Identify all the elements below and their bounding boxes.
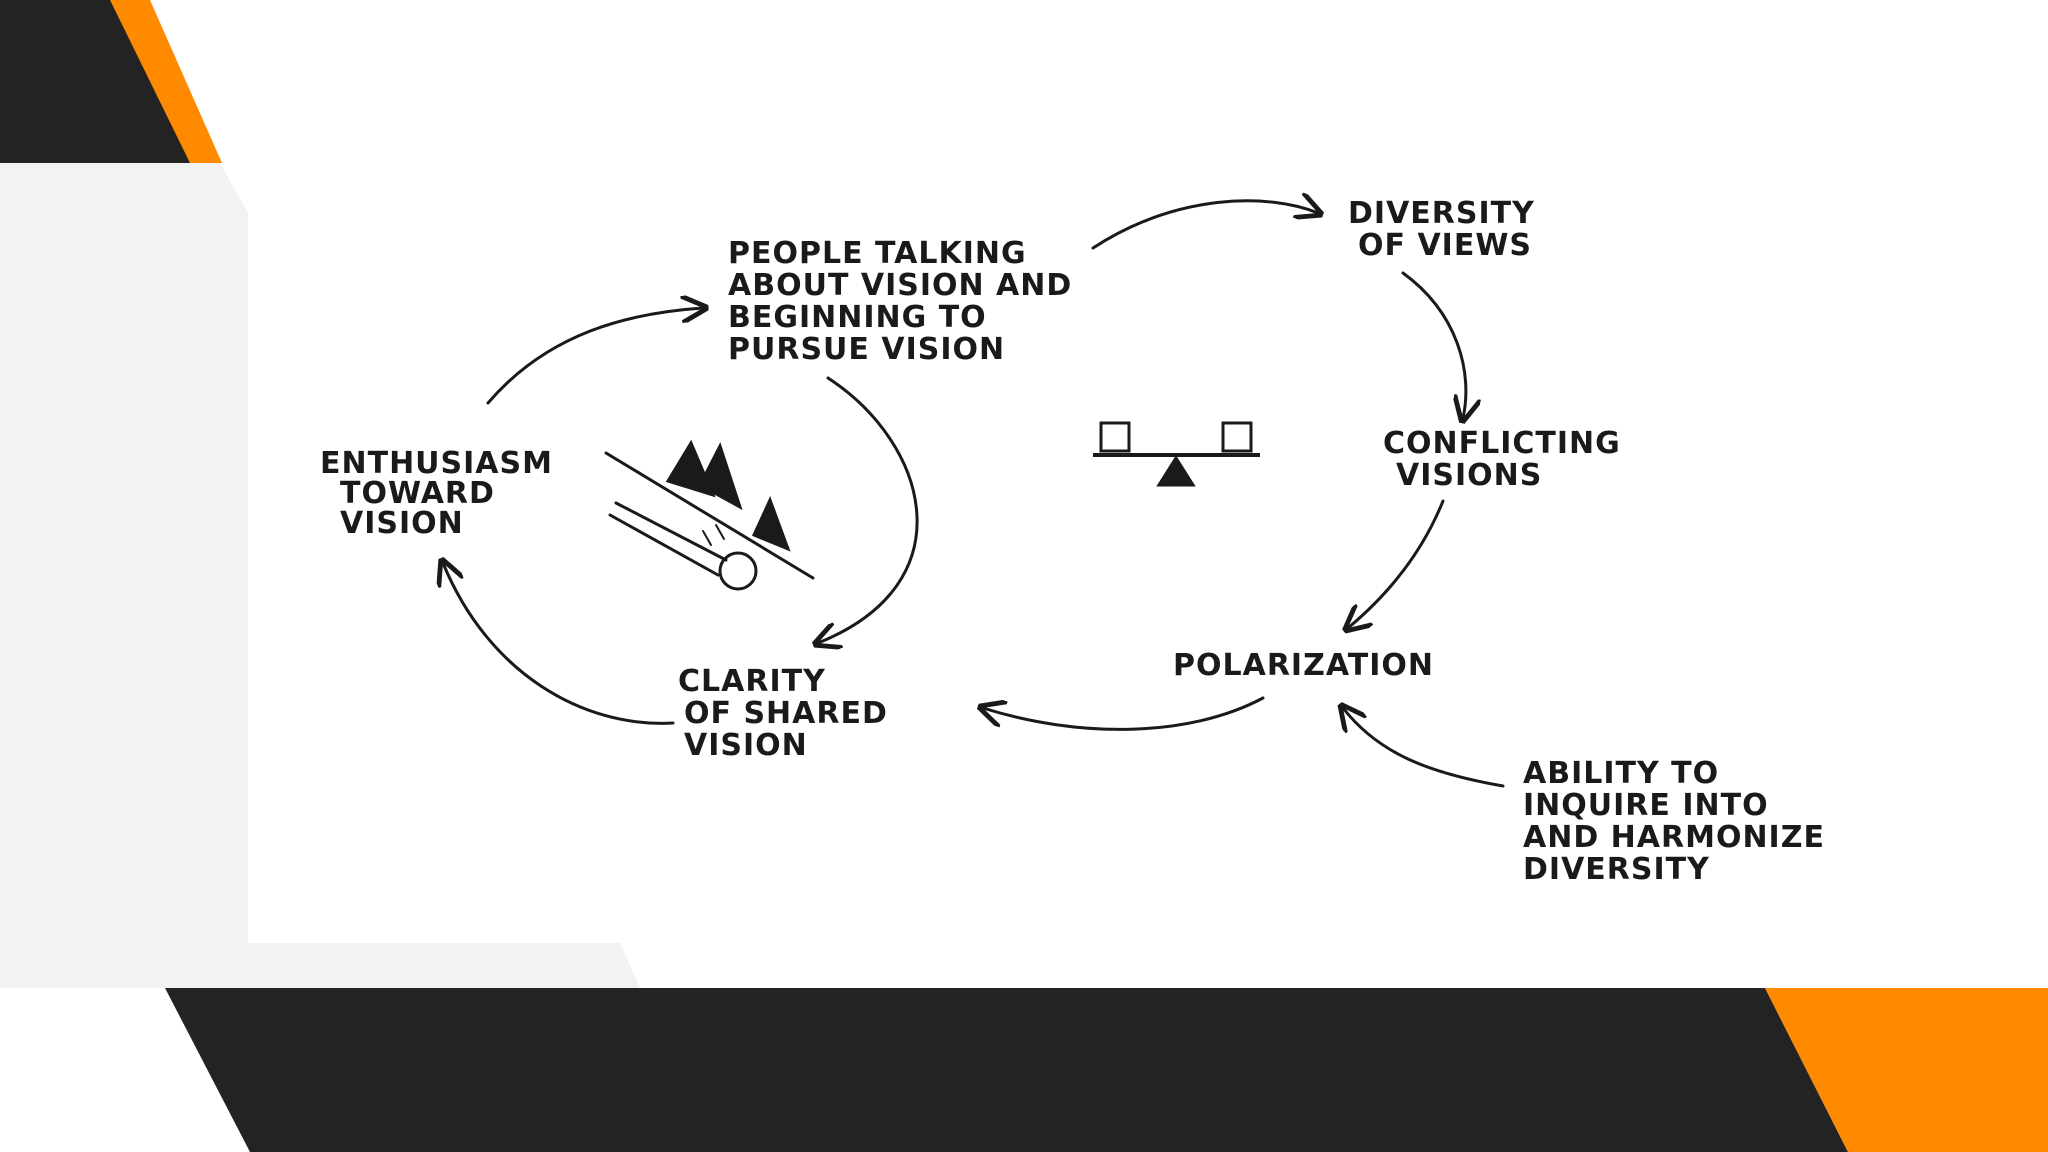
ability-label: ABILITY TO INQUIRE INTO AND HARMONIZE DI… [1523,756,1836,887]
snowball-track-bottom [608,513,720,577]
top-left-orange-stripe [105,0,222,163]
clarity-label: CLARITY OF SHARED VISION [678,664,899,763]
ability-line-2: INQUIRE INTO [1523,788,1769,823]
people-talking-line-1: PEOPLE TALKING [728,236,1027,271]
seesaw-left-box [1099,421,1131,453]
ability-line-3: AND HARMONIZE [1523,820,1825,855]
motion-lines [702,524,725,546]
arrow-polarization-to-clarity [983,696,1265,731]
top-left-dark-block [0,0,190,163]
enthusiasm-line-1: ENTHUSIASM [320,446,553,481]
pine-tree-2 [698,442,743,511]
ability-line-4: DIVERSITY [1523,852,1710,887]
people-talking-label: PEOPLE TALKING ABOUT VISION AND BEGINNIN… [728,236,1084,367]
snowball [718,551,758,591]
gray-left-panel [0,163,640,988]
diagram-panel: PEOPLE TALKING ABOUT VISION AND BEGINNIN… [248,163,1908,943]
seesaw-right-box [1221,421,1253,453]
arrow-enthusiasm-to-people [486,308,703,405]
diversity-label: DIVERSITY OF VIEWS [1348,196,1546,263]
arrow-people-to-diversity [1091,201,1318,250]
clarity-line-2: OF SHARED [684,696,888,731]
arrow-conflicting-to-polarization [1348,499,1445,628]
arrow-diversity-to-conflicting [1401,271,1466,418]
bottom-right-orange-block [1765,988,2048,1152]
clarity-line-3: VISION [684,728,808,763]
people-talking-line-4: PURSUE VISION [728,332,1005,367]
pine-tree-3 [751,496,791,552]
bottom-dark-band [165,988,1848,1152]
ability-line-1: ABILITY TO [1523,756,1719,791]
polarization-label: POLARIZATION [1173,648,1434,683]
conflicting-label: CONFLICTING VISIONS [1383,426,1632,493]
conflicting-line-1: CONFLICTING [1383,426,1621,461]
snowball-rolling-downhill-icon [604,439,815,591]
seesaw-fulcrum [1156,455,1196,487]
arrow-ability-to-polarization [1343,708,1505,788]
snowball-track-top [614,501,728,562]
diversity-line-1: DIVERSITY [1348,196,1535,231]
vision-feedback-diagram: PEOPLE TALKING ABOUT VISION AND BEGINNIN… [320,163,1836,887]
enthusiasm-line-2: TOWARD [340,476,495,511]
seesaw-balance-icon [1093,421,1260,487]
arrow-people-to-clarity [818,376,919,643]
enthusiasm-label: ENTHUSIASM TOWARD VISION [320,446,564,541]
clarity-line-1: CLARITY [678,664,826,699]
polarization-line-1: POLARIZATION [1173,648,1434,683]
enthusiasm-line-3: VISION [340,506,464,541]
people-talking-line-3: BEGINNING TO [728,300,987,335]
hill-slope [604,451,815,580]
arrow-clarity-to-enthusiasm [443,563,675,725]
people-talking-line-2: ABOUT VISION AND [728,268,1072,303]
diversity-line-2: OF VIEWS [1358,228,1532,263]
conflicting-line-2: VISIONS [1396,458,1542,493]
